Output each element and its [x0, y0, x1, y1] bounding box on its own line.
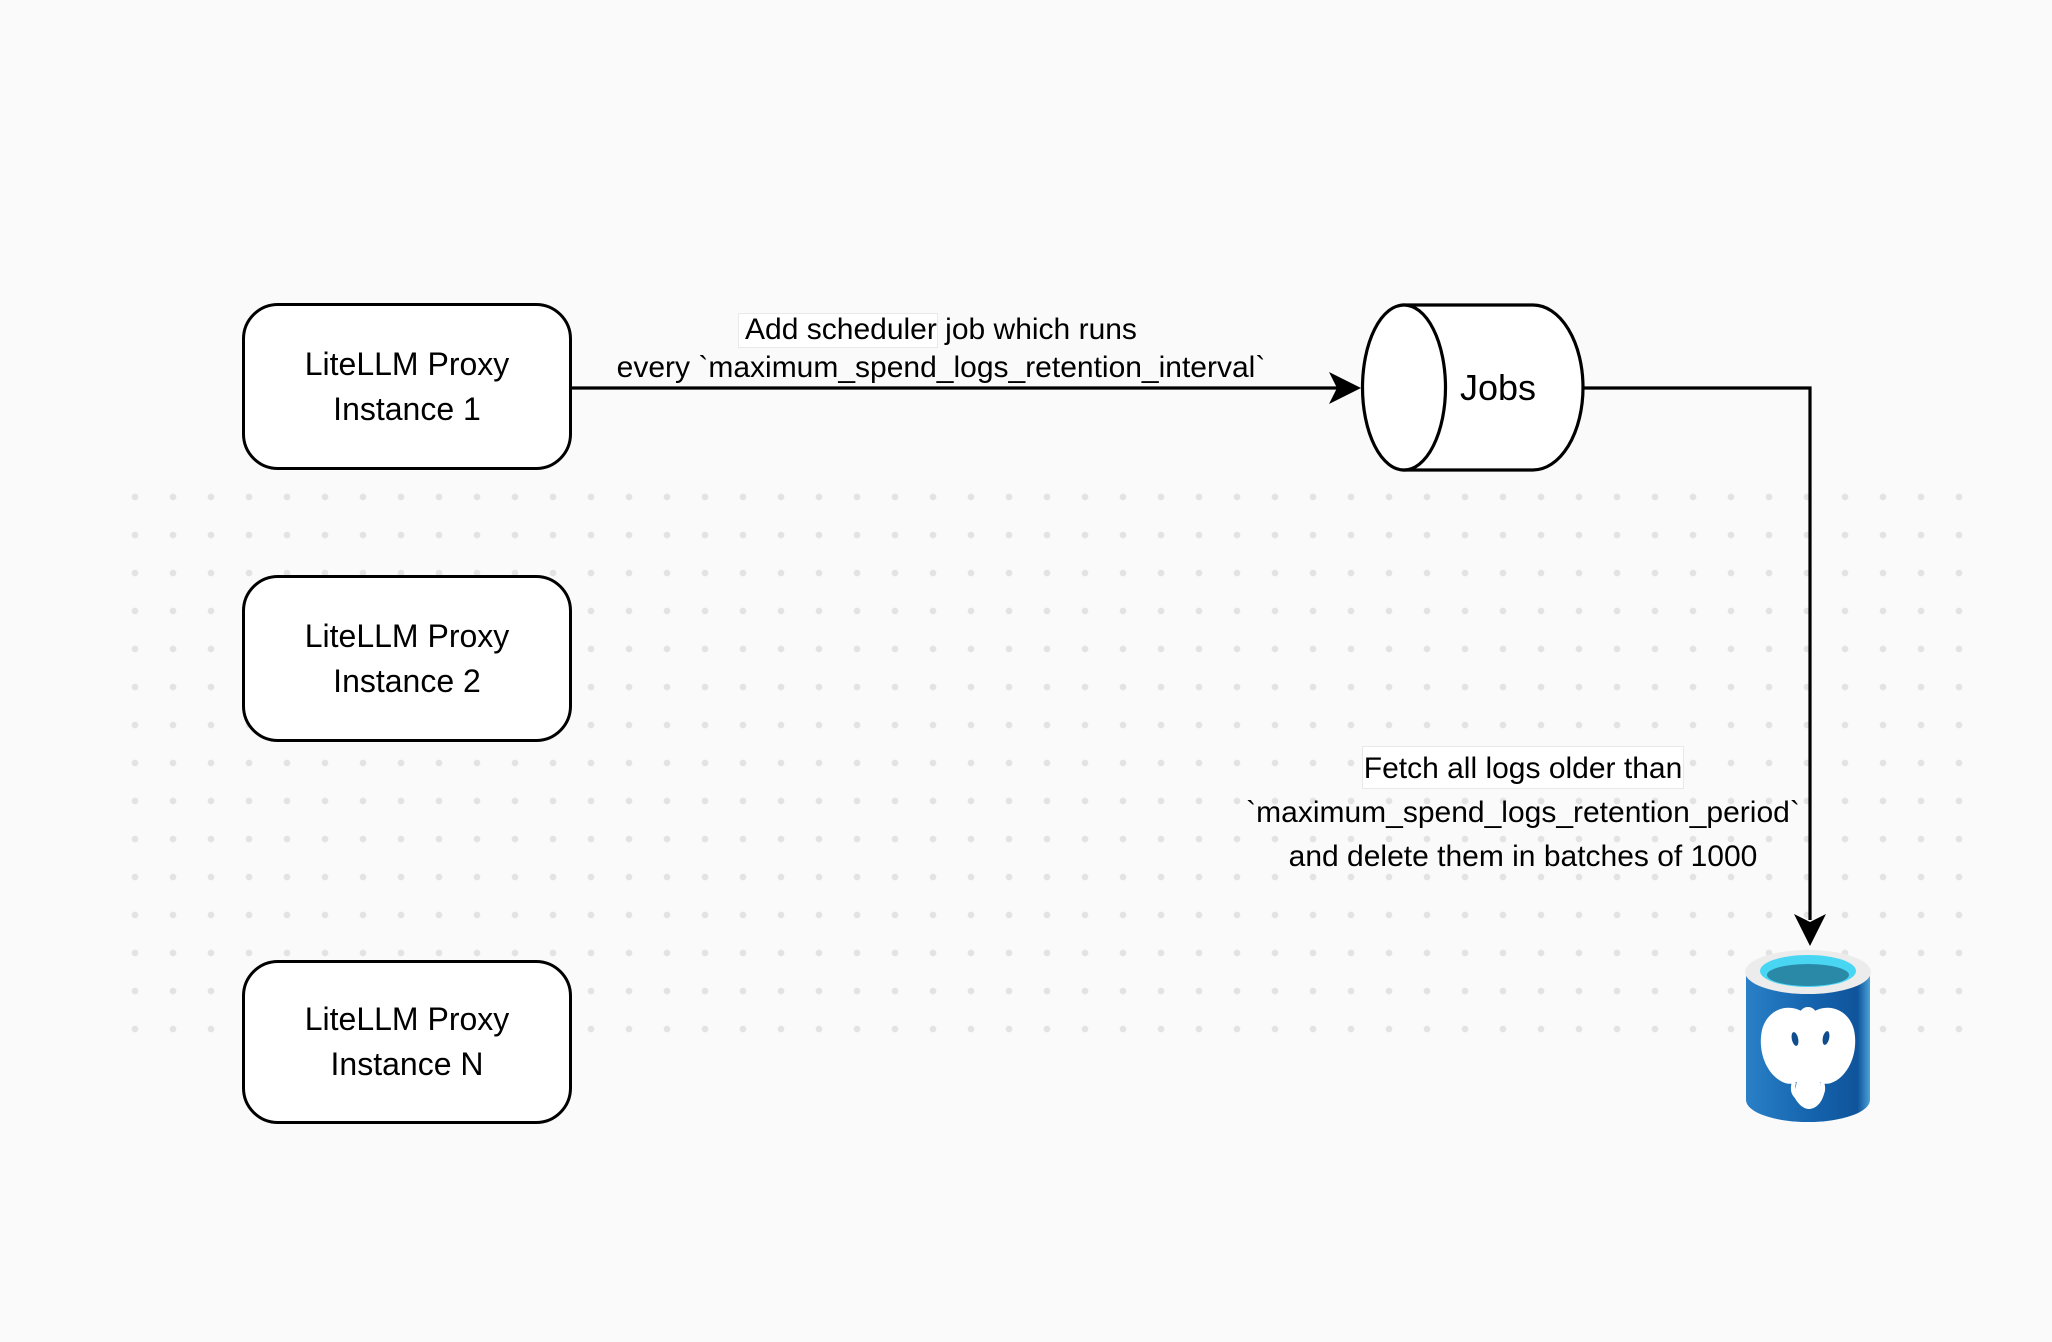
elephant-right-ear: [1813, 1007, 1856, 1084]
postgres-opening-inner: [1767, 964, 1849, 986]
node-litellm-proxy-instance-2: LiteLLM Proxy Instance 2: [242, 575, 572, 742]
node-label: LiteLLM Proxy Instance 2: [304, 617, 510, 699]
fetch-label-background: [1362, 746, 1684, 789]
arrowhead-right-icon: [1329, 372, 1361, 404]
jobs-cylinder-icon: [1360, 303, 1585, 472]
elephant-left-tusk: [1790, 1082, 1801, 1102]
arrowheads: [1329, 372, 1826, 946]
elephant-eyes: [1791, 1031, 1830, 1046]
elephant-left-eye: [1791, 1032, 1799, 1046]
node-litellm-proxy-instance-1: LiteLLM Proxy Instance 1: [242, 303, 572, 470]
node-litellm-proxy-instance-n: LiteLLM Proxy Instance N: [242, 960, 572, 1124]
edge-label-fetch-delete: Fetch all logs older than `maximum_spend…: [1246, 752, 1800, 873]
edge-lines: [572, 386, 1812, 920]
edge-jobs-to-postgres: [1583, 386, 1812, 920]
jobs-cylinder-cap: [1360, 303, 1448, 472]
elephant-icon: [1760, 1007, 1856, 1109]
elephant-right-tusk: [1815, 1082, 1826, 1102]
postgresql-icon: [1745, 950, 1871, 1122]
jobs-cylinder-body: [1402, 303, 1585, 472]
node-label: LiteLLM Proxy Instance N: [304, 1001, 510, 1082]
arrowhead-down-icon: [1794, 914, 1826, 946]
elephant-trunk: [1793, 1007, 1824, 1109]
scheduler-label-background: [738, 313, 938, 348]
edge-label-scheduler-job: Add scheduler job which runs every `maxi…: [616, 313, 1266, 384]
elephant-right-eye: [1822, 1031, 1830, 1045]
node-label: LiteLLM Proxy Instance 1: [304, 345, 510, 427]
jobs-node-label: Jobs: [1459, 367, 1537, 408]
elephant-left-ear: [1760, 1007, 1803, 1084]
